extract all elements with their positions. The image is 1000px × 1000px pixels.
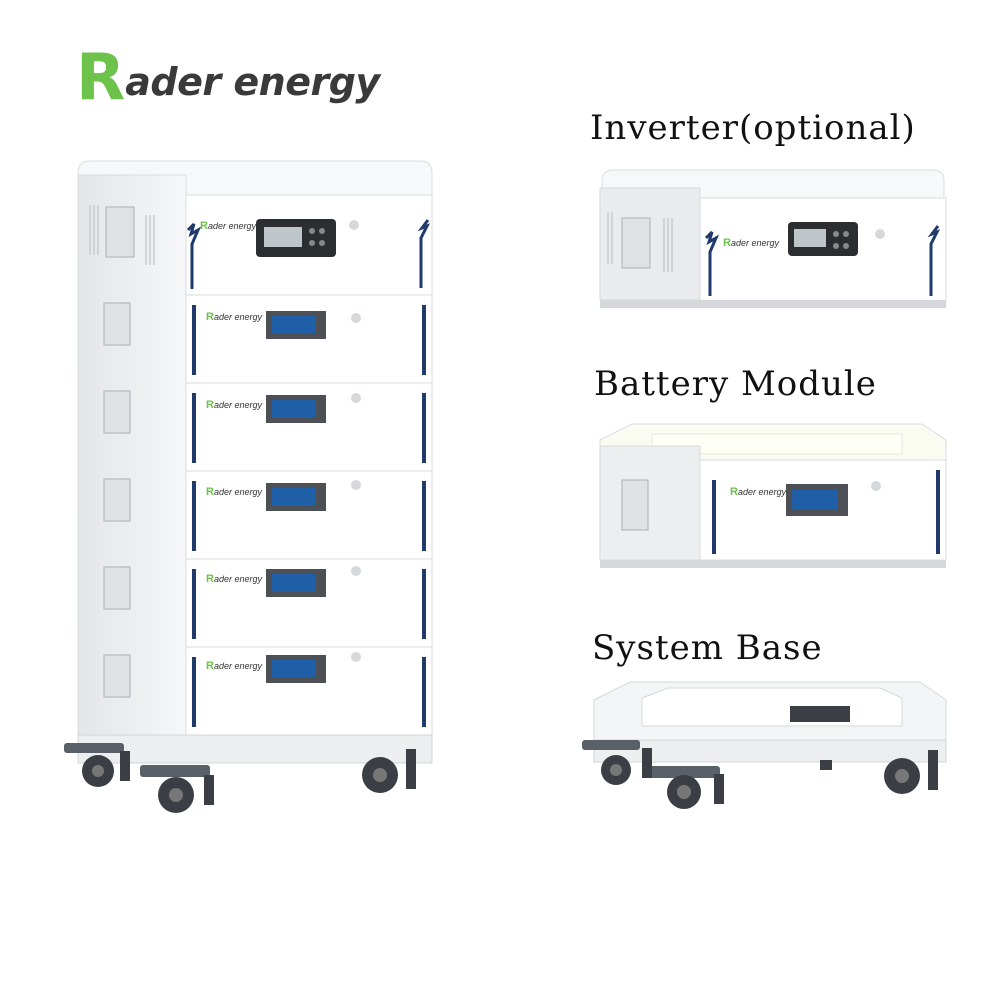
stack-module-1-brand: Rader energy [206,311,262,323]
stack-inverter [89,194,433,296]
battery-module-illustration [599,423,947,568]
logo-text: ader energy [125,60,380,104]
stack-module-5-brand: Rader energy [206,660,262,672]
stack-module-4-brand: Rader energy [206,573,262,585]
stack-inverter-brand: Rader energy [200,220,256,232]
stack-casters [64,743,416,813]
system-base-illustration [582,681,947,809]
caption-base: System Base [592,628,823,668]
stack-module-3-brand: Rader energy [206,486,262,498]
inverter-brand: Rader energy [723,237,779,249]
stacked-system-illustration [64,160,433,813]
inverter-illustration [599,169,947,308]
brand-logo: R ader energy [76,40,380,110]
logo-mark: R [76,41,125,115]
stack-battery-modules [103,294,433,736]
caption-inverter: Inverter(optional) [590,108,916,148]
battery-module-brand: Rader energy [730,486,786,498]
caption-battery: Battery Module [594,364,877,404]
stack-module-2-brand: Rader energy [206,399,262,411]
